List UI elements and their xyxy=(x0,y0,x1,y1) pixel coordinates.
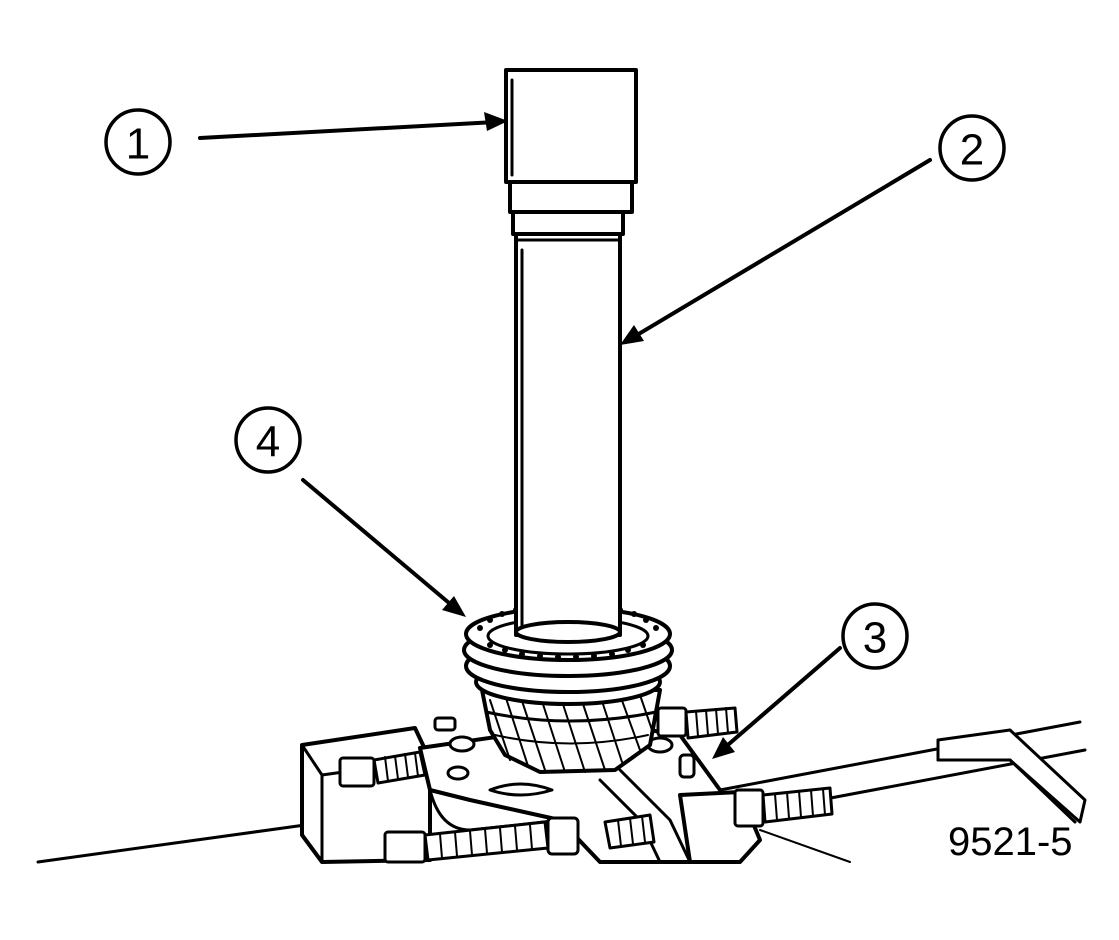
callout-3: 3 xyxy=(712,602,909,759)
callout-4-circle xyxy=(234,406,302,474)
callout-1: 1 xyxy=(104,108,508,176)
bolt-left-lower xyxy=(383,816,580,864)
press-plate-fixture xyxy=(300,706,834,864)
callout-3-label: 3 xyxy=(863,614,887,663)
bolt-center-lower xyxy=(603,813,656,850)
bolt-left-upper xyxy=(338,750,427,788)
callout-4: 4 xyxy=(234,406,466,617)
callout-2-circle xyxy=(938,114,1006,182)
press-bench xyxy=(36,720,1087,864)
callout-1-circle xyxy=(104,108,172,176)
helical-gear xyxy=(480,688,662,774)
callout-2: 2 xyxy=(620,114,1006,345)
callout-1-label: 1 xyxy=(126,120,150,169)
figure-id: 9521-5 xyxy=(948,820,1073,864)
callout-2-label: 2 xyxy=(960,126,984,175)
bolt-right-lower xyxy=(733,786,834,828)
bolt-right-upper xyxy=(656,706,739,740)
installer-tool-shaft xyxy=(511,210,625,644)
callout-3-circle xyxy=(841,602,909,670)
callout-4-label: 4 xyxy=(256,418,280,467)
press-ram xyxy=(504,68,638,214)
